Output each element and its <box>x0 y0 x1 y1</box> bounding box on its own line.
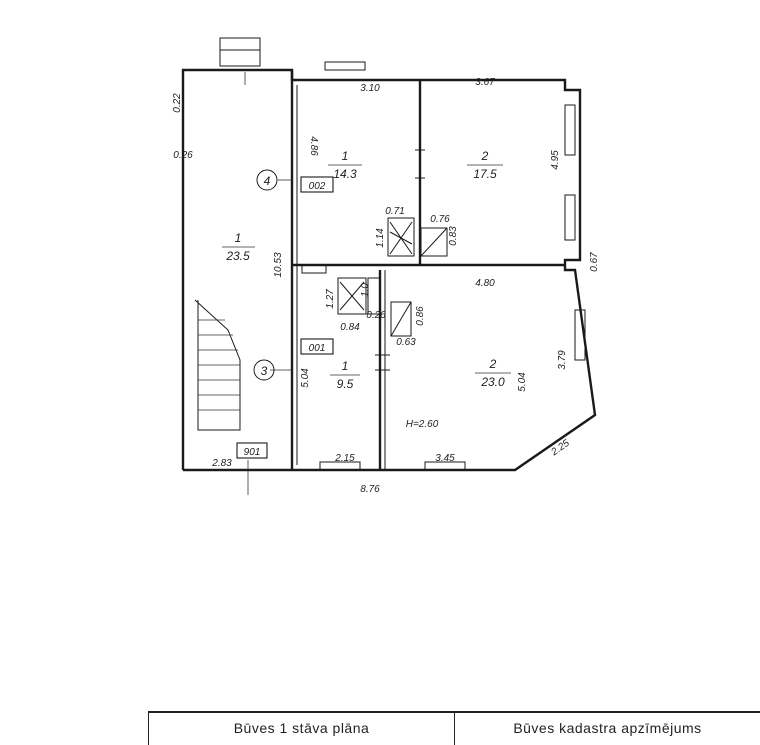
svg-text:0.22: 0.22 <box>172 93 183 113</box>
svg-text:0.76: 0.76 <box>430 214 450 225</box>
room-number: 2 <box>489 357 497 371</box>
room-area: 23.0 <box>480 375 505 389</box>
svg-text:5.04: 5.04 <box>517 372 528 392</box>
svg-text:0.26: 0.26 <box>366 310 386 321</box>
svg-text:3.10: 3.10 <box>360 83 380 94</box>
svg-text:0.63: 0.63 <box>396 337 416 348</box>
floor-plan-drawing: 4 3 002 001 901 1 23.5 1 14.3 2 17.5 1 9… <box>172 37 600 495</box>
svg-text:2.83: 2.83 <box>211 458 232 469</box>
svg-text:1.0: 1.0 <box>360 283 371 297</box>
svg-text:1.14: 1.14 <box>375 228 386 248</box>
room-area: 14.3 <box>333 167 357 181</box>
room-id-label: 002 <box>309 181 326 192</box>
svg-text:0.67: 0.67 <box>589 252 600 272</box>
svg-text:0.83: 0.83 <box>448 226 459 246</box>
room-circle-3 <box>253 359 275 381</box>
svg-text:4.86: 4.86 <box>308 136 319 156</box>
svg-text:3.67: 3.67 <box>475 77 495 88</box>
circle-label: 4 <box>264 174 271 188</box>
title-block: Būves 1 stāva plāna Būves kadastra apzīm… <box>148 711 760 745</box>
svg-text:2.15: 2.15 <box>334 453 355 464</box>
staircase <box>194 299 241 431</box>
svg-text:4.80: 4.80 <box>475 278 495 289</box>
circle-label: 3 <box>261 364 268 378</box>
room-number: 1 <box>235 231 242 245</box>
svg-text:3.79: 3.79 <box>557 350 568 370</box>
svg-text:0.86: 0.86 <box>415 306 426 326</box>
svg-text:8.76: 8.76 <box>360 484 380 495</box>
svg-text:0.71: 0.71 <box>385 206 404 217</box>
left-hall-walls <box>181 68 294 470</box>
svg-text:H=2.60: H=2.60 <box>406 419 439 430</box>
room-area: 9.5 <box>337 377 354 391</box>
svg-text:1.27: 1.27 <box>325 289 336 309</box>
flues <box>337 217 448 337</box>
room-id-label: 001 <box>309 343 326 354</box>
svg-text:10.53: 10.53 <box>273 252 284 277</box>
dimension-labels: 0.22 0.26 3.10 3.67 4.86 4.95 10.53 0.71… <box>172 77 600 495</box>
windows <box>301 61 586 471</box>
cadastral-designation-label: Būves kadastra apzīmējums <box>454 713 760 745</box>
svg-text:4.95: 4.95 <box>550 150 561 170</box>
svg-text:2.25: 2.25 <box>549 438 572 459</box>
room-id-label: 901 <box>244 447 261 458</box>
svg-text:0.26: 0.26 <box>173 150 193 161</box>
room-area: 17.5 <box>473 167 497 181</box>
room-number: 1 <box>342 149 349 163</box>
svg-text:5.04: 5.04 <box>300 368 311 388</box>
room-number: 1 <box>342 359 349 373</box>
svg-text:3.45: 3.45 <box>435 453 455 464</box>
room-number: 2 <box>481 149 489 163</box>
main-outline <box>290 70 597 472</box>
room-circle-4 <box>256 169 278 191</box>
room-area: 23.5 <box>225 249 250 263</box>
svg-text:0.84: 0.84 <box>340 322 360 333</box>
chimney <box>219 37 261 67</box>
floor-plan-title: Būves 1 stāva plāna <box>233 720 370 736</box>
